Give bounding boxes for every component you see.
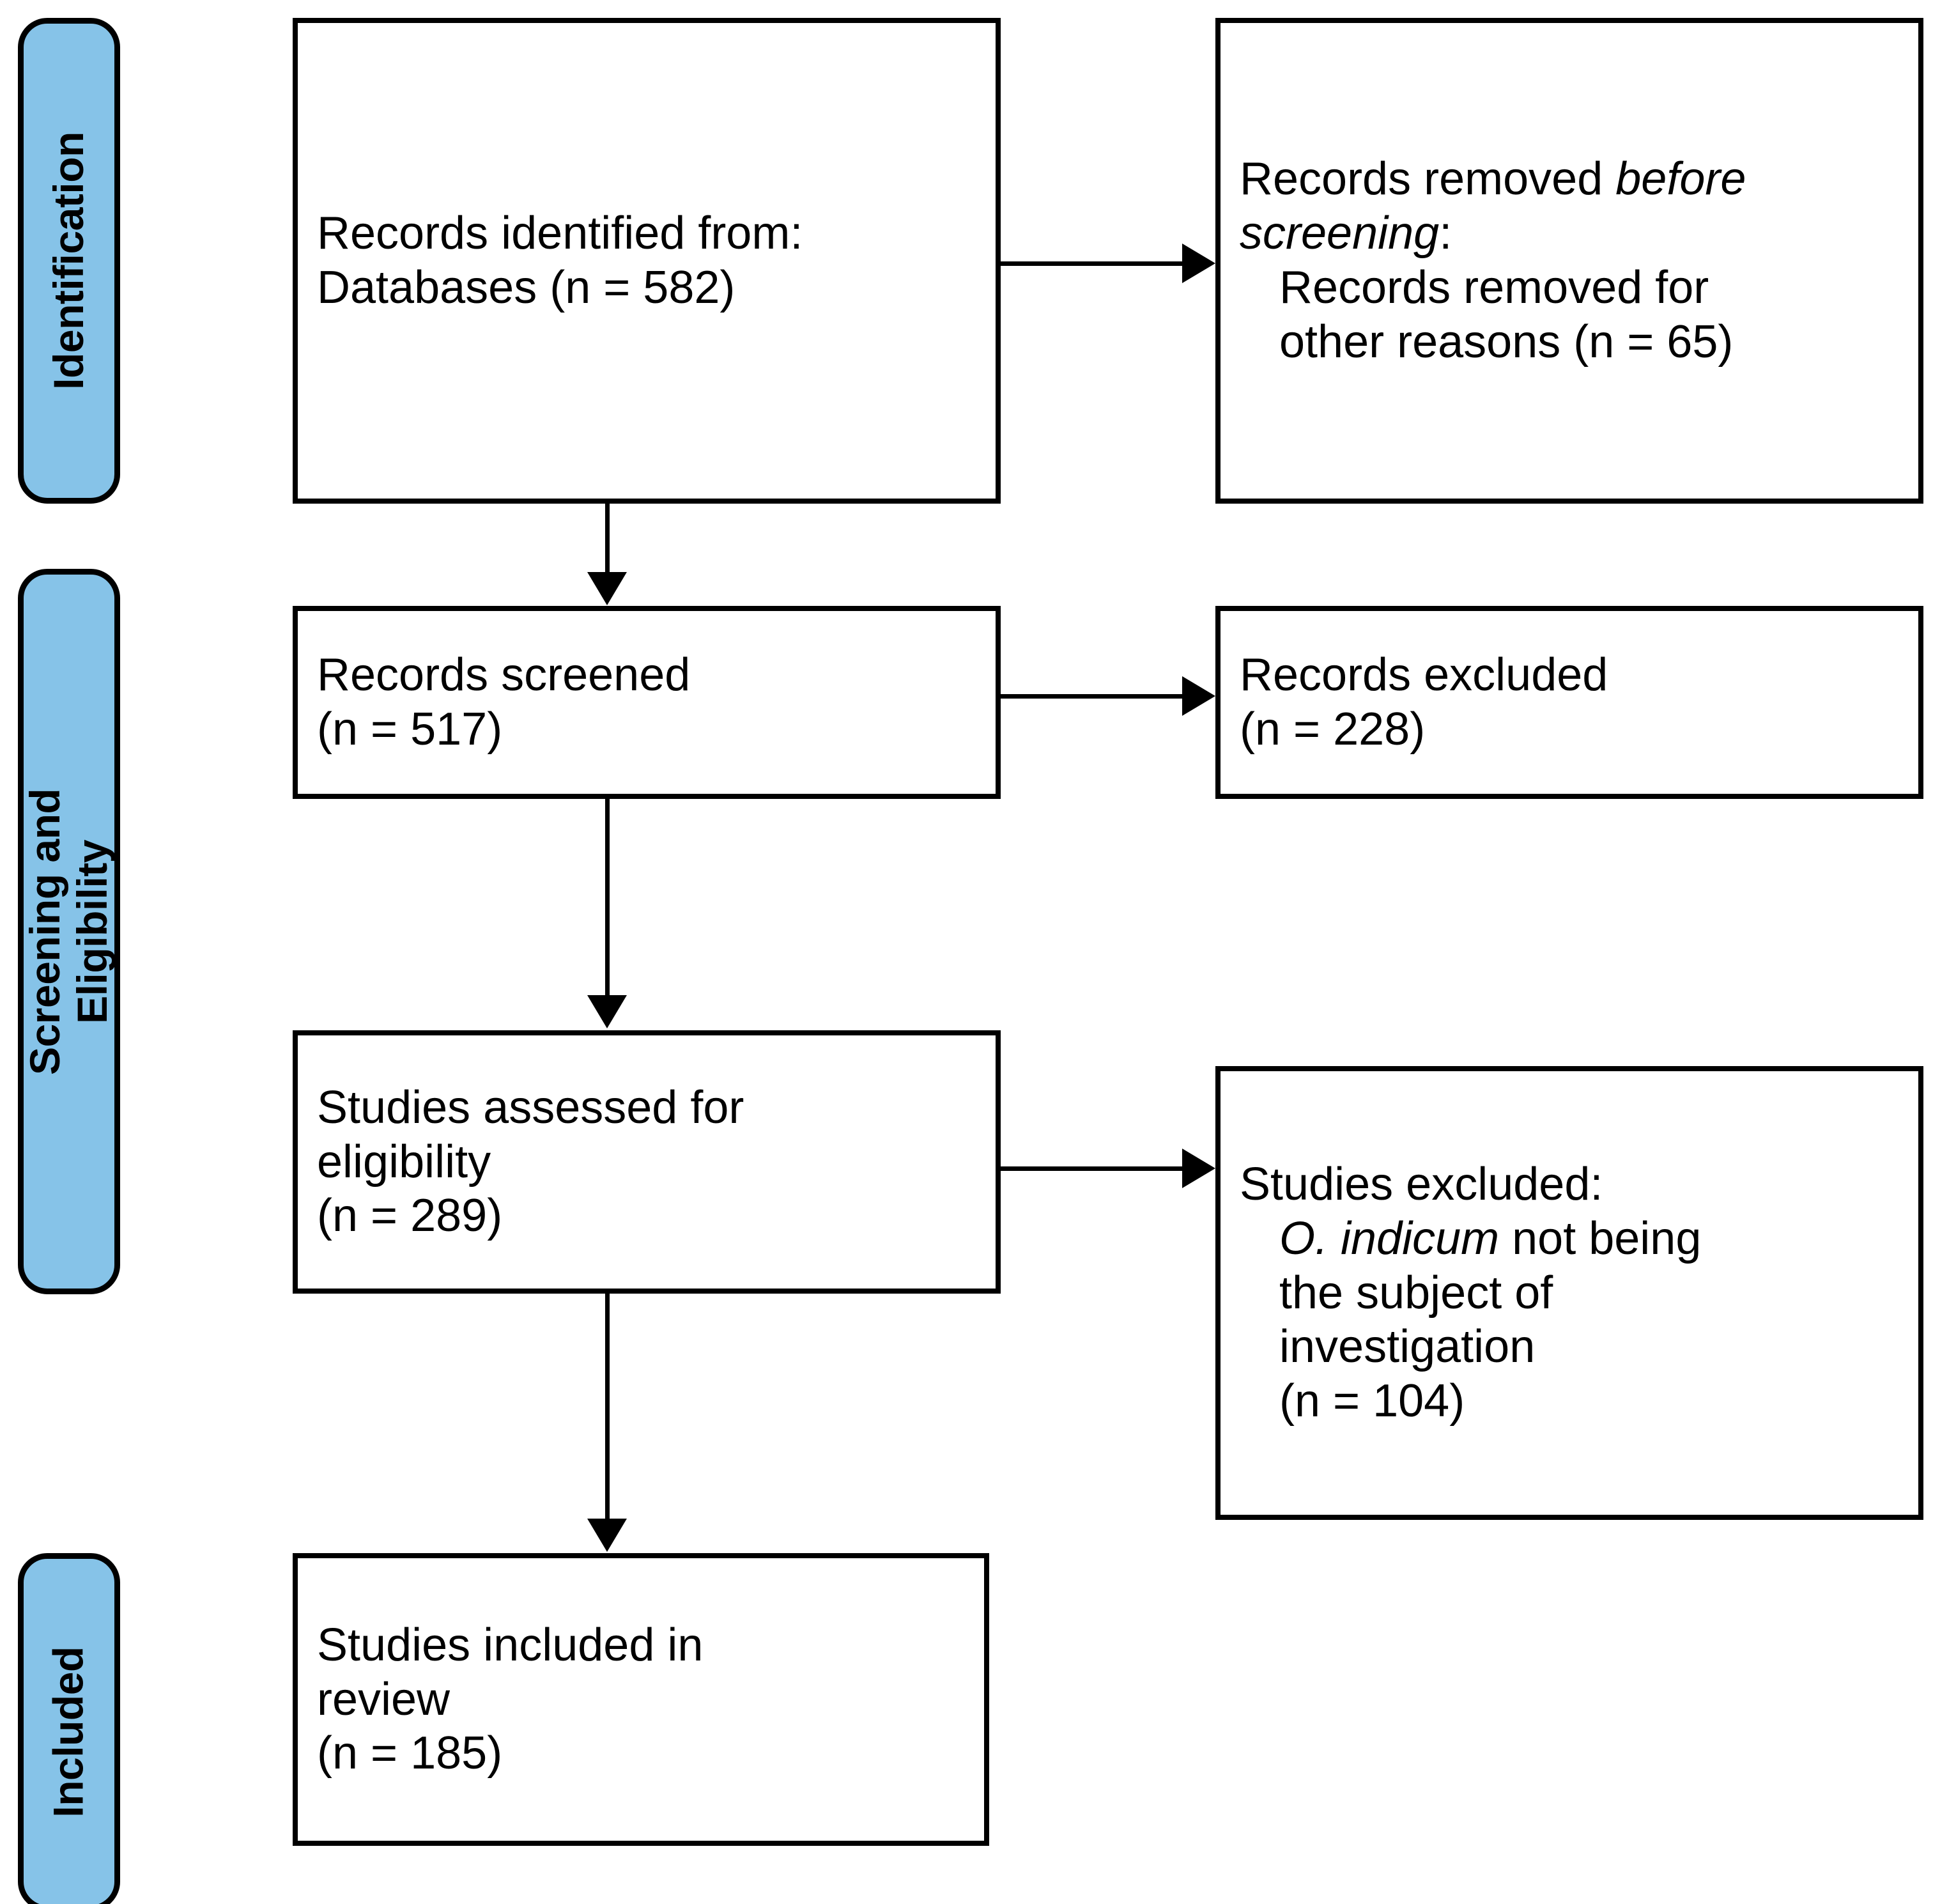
records-identified-line2: Databases (n = 582) [317, 262, 735, 313]
stage-included-label: Included [45, 1646, 93, 1818]
studies-assessed-line2: eligibility [317, 1136, 491, 1188]
studies-included-line3: (n = 185) [317, 1728, 503, 1779]
box-records-removed-before-screening: Records removed before screening:Records … [1215, 18, 1923, 504]
box-records-identified: Records identified from:Databases (n = 5… [293, 18, 1001, 504]
box-records-excluded-text: Records excluded(n = 228) [1221, 648, 1624, 757]
records-identified-line1: Records identified from: [317, 208, 803, 259]
connector-screened-to-assessed-arrowhead [587, 995, 627, 1028]
connector-screened-to-excluded-arrowhead [1182, 676, 1215, 716]
records-removed-line1-plain: Records removed [1240, 153, 1616, 205]
connector-assessed-to-included-arrowhead [587, 1519, 627, 1552]
records-screened-line2: (n = 517) [317, 704, 503, 755]
studies-included-line2: review [317, 1673, 450, 1725]
stage-identification: Identification [18, 18, 120, 504]
stage-included: Included [18, 1553, 120, 1904]
connector-assessed-to-included-line [605, 1294, 610, 1521]
studies-excluded-line5: (n = 104) [1279, 1375, 1465, 1427]
studies-excluded-line3: the subject of [1279, 1267, 1553, 1319]
box-records-removed-text: Records removed before screening:Records … [1221, 152, 1752, 369]
studies-assessed-line1: Studies assessed for [317, 1081, 744, 1133]
records-excluded-line2: (n = 228) [1240, 704, 1426, 755]
studies-excluded-line4: investigation [1279, 1321, 1536, 1373]
connector-assessed-to-excluded-arrowhead [1182, 1149, 1215, 1188]
box-records-screened-text: Records screened(n = 517) [298, 648, 707, 757]
stage-screening-eligibility-label: Screening and Eligibility [21, 788, 116, 1075]
connector-screened-to-assessed-line [605, 799, 610, 997]
records-removed-line2-plain: : [1439, 208, 1452, 259]
connector-identified-to-removed-arrowhead [1182, 244, 1215, 283]
stage-screening-eligibility: Screening and Eligibility [18, 569, 120, 1294]
box-records-identified-text: Records identified from:Databases (n = 5… [298, 206, 819, 315]
records-removed-line4: other reasons (n = 65) [1279, 316, 1734, 368]
studies-assessed-line3: (n = 289) [317, 1190, 503, 1242]
connector-identified-to-removed-line [1001, 261, 1182, 266]
studies-excluded-line1: Studies excluded: [1240, 1158, 1603, 1210]
box-records-screened: Records screened(n = 517) [293, 606, 1001, 799]
records-removed-line3: Records removed for [1279, 262, 1709, 313]
records-excluded-line1: Records excluded [1240, 649, 1608, 701]
connector-screened-to-excluded-line [1001, 694, 1182, 699]
studies-included-line1: Studies included in [317, 1619, 704, 1671]
studies-excluded-species: O. indicum [1279, 1212, 1500, 1264]
stage-identification-label: Identification [45, 132, 93, 390]
records-screened-line1: Records screened [317, 649, 691, 701]
connector-identified-to-screened-line [605, 504, 610, 575]
connector-identified-to-screened-arrowhead [587, 572, 627, 605]
box-records-excluded: Records excluded(n = 228) [1215, 606, 1923, 799]
connector-assessed-to-excluded-line [1001, 1166, 1182, 1171]
records-removed-line2-italic: screening [1240, 208, 1440, 259]
records-removed-line1-italic: before [1615, 153, 1746, 205]
studies-excluded-line2-plain: not being [1499, 1212, 1702, 1264]
